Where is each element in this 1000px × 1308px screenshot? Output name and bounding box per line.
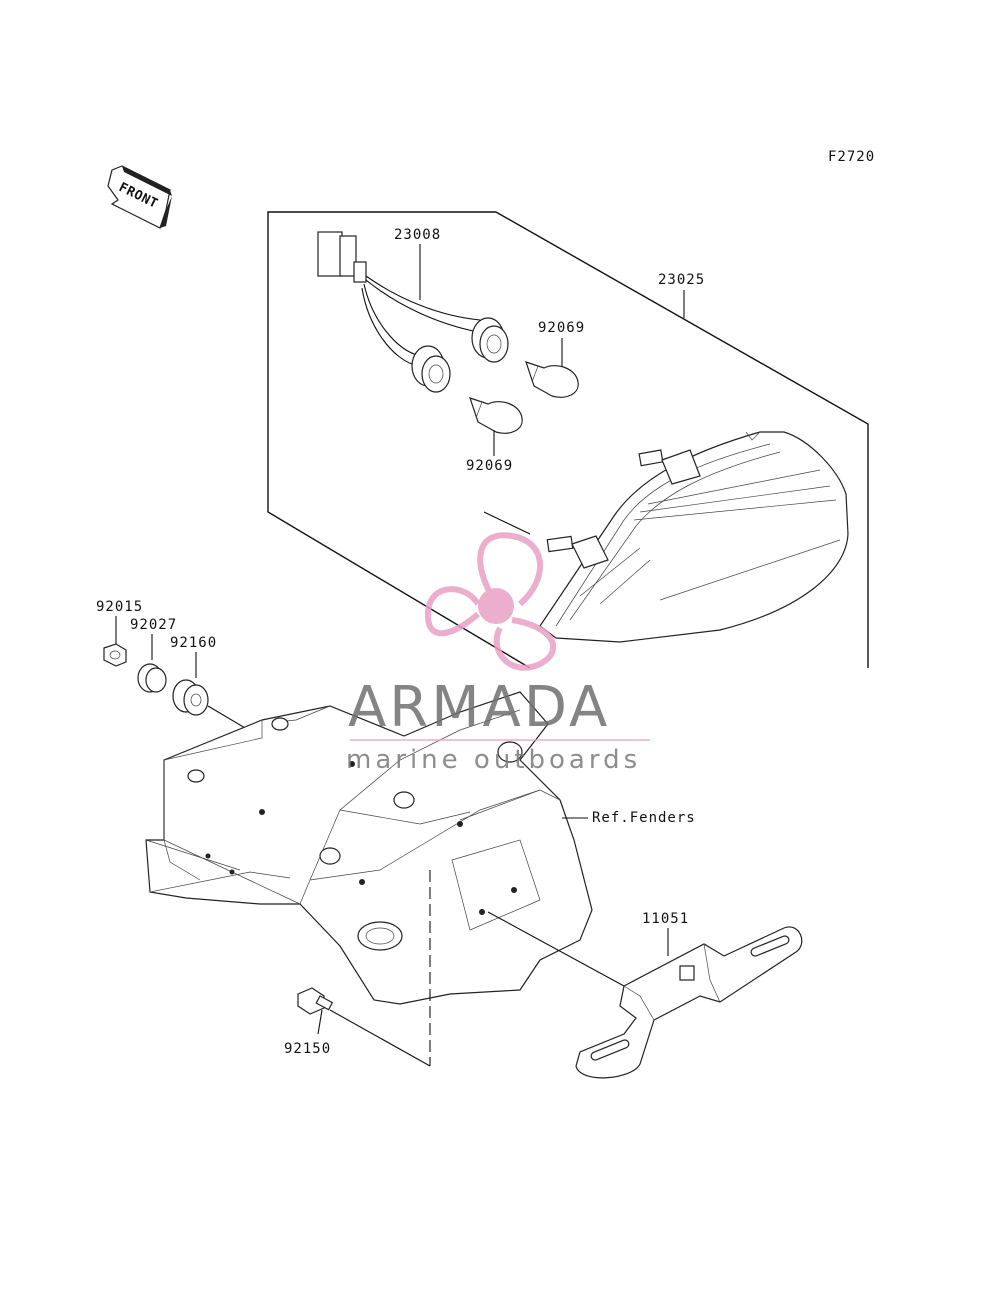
socket-harness — [317, 231, 509, 393]
armada-watermark-logo: ARMADA marine outboards — [346, 532, 650, 775]
tail-light-lens — [539, 431, 849, 643]
fender-bracket — [145, 691, 593, 1066]
callout-92069-top: 92069 — [538, 320, 585, 336]
callout-92160: 92160 — [170, 635, 217, 651]
license-bracket — [575, 926, 803, 1079]
assembly-outline — [267, 211, 531, 669]
callout-92015: 92015 — [96, 599, 143, 615]
collar-icon — [137, 663, 167, 693]
ref-fenders-label: Ref.Fenders — [592, 810, 696, 826]
bulb-icon — [469, 397, 523, 434]
watermark-brand: ARMADA — [348, 675, 610, 740]
figure-code: F2720 — [828, 149, 875, 165]
callout-11051: 11051 — [642, 911, 689, 927]
callout-23025: 23025 — [658, 272, 705, 288]
callout-92027: 92027 — [130, 617, 177, 633]
callout-92150: 92150 — [284, 1041, 331, 1057]
front-arrow-icon: FRONT — [107, 165, 172, 229]
bolt-icon — [297, 987, 334, 1015]
callout-23008: 23008 — [394, 227, 441, 243]
callout-92069-bottom: 92069 — [466, 458, 513, 474]
nut-icon — [103, 643, 127, 667]
bulb-icon — [525, 361, 579, 398]
propeller-icon — [424, 532, 556, 671]
watermark-tagline: marine outboards — [346, 745, 641, 775]
grommet-icon — [172, 679, 209, 716]
